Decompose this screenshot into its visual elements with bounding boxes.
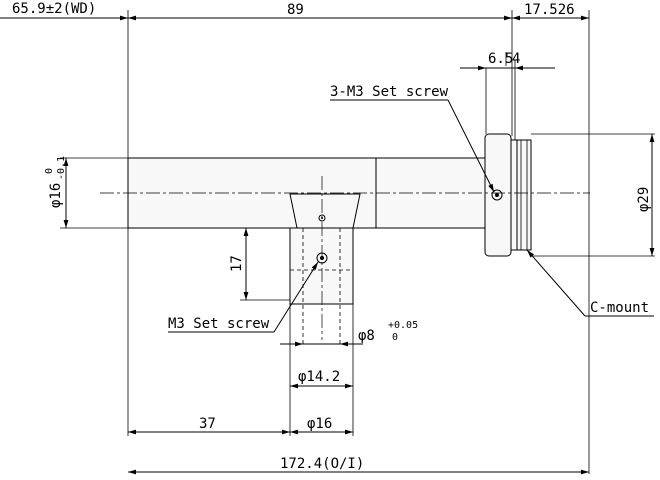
dia16-tol-top: 0 xyxy=(44,168,55,174)
dia142-label: φ14.2 xyxy=(298,369,340,385)
stem-tube xyxy=(289,227,354,305)
set-screw-leader xyxy=(273,261,319,333)
dia16-tol-bot: -0.1 xyxy=(56,156,67,180)
mount-collar xyxy=(510,139,518,251)
lens-body xyxy=(127,133,532,345)
dia29-label: φ29 xyxy=(636,187,652,212)
dia8-tol-bot: 0 xyxy=(392,332,398,343)
dia8-tol-top: +0.05 xyxy=(388,320,418,331)
len-89-label: 89 xyxy=(287,2,304,18)
len-654-label: 6.5 xyxy=(488,51,513,67)
cmount-leader xyxy=(526,249,586,317)
extension-lines xyxy=(60,10,655,474)
dia16-bottom-label: φ16 xyxy=(307,416,332,432)
set-screw-label: M3 Set screw xyxy=(168,316,270,332)
stem-block xyxy=(289,193,361,229)
cmount-label: C-mount xyxy=(590,300,649,316)
set-screw-3-leader xyxy=(447,99,495,193)
wd-label: 65.9±2(WD) xyxy=(12,1,96,17)
dia8-label: φ8 xyxy=(358,328,375,344)
len-37-label: 37 xyxy=(199,416,216,432)
set-screw-3-label: 3-M3 Set screw xyxy=(330,84,449,100)
dia16-label: φ16 xyxy=(48,183,64,208)
mount-set-screw-icon xyxy=(491,189,503,201)
cmount-thread xyxy=(516,139,532,251)
oi-label: 172.4(O/I) xyxy=(280,456,364,472)
len-4-label: 4 xyxy=(512,51,520,67)
len-17526-label: 17.526 xyxy=(524,2,575,18)
h17-label: 17 xyxy=(229,255,245,272)
